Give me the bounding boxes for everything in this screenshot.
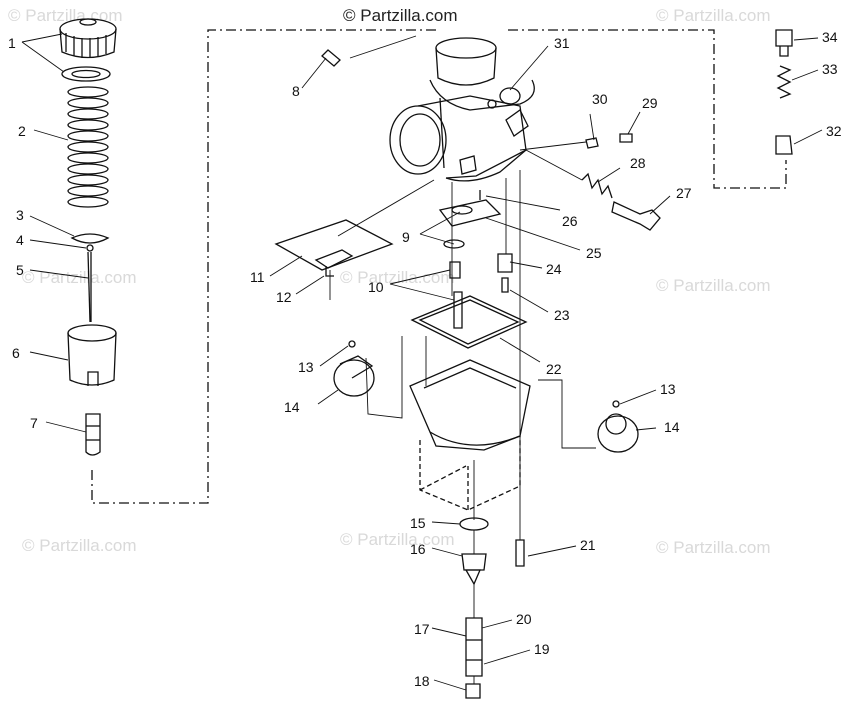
- callout-30: 30: [592, 91, 608, 107]
- copyright-text: © Partzilla.com: [343, 6, 458, 25]
- callout-8: 8: [292, 83, 300, 99]
- callout-2: 2: [18, 123, 26, 139]
- callout-25: 25: [586, 245, 602, 261]
- callout-19: 19: [534, 641, 550, 657]
- callout-29: 29: [642, 95, 658, 111]
- callout-20: 20: [516, 611, 532, 627]
- callout-22: 22: [546, 361, 562, 377]
- callout-14b: 14: [664, 419, 680, 435]
- callout-33: 33: [822, 61, 838, 77]
- watermark: © Partzilla.com: [656, 6, 771, 25]
- callout-34: 34: [822, 29, 838, 45]
- watermark: © Partzilla.com: [656, 538, 771, 557]
- watermark: © Partzilla.com: [656, 276, 771, 295]
- callout-27: 27: [676, 185, 692, 201]
- callout-13b: 13: [660, 381, 676, 397]
- callout-6: 6: [12, 345, 20, 361]
- callout-26: 26: [562, 213, 578, 229]
- callout-28: 28: [630, 155, 646, 171]
- callout-11: 11: [250, 269, 265, 285]
- callout-4: 4: [16, 232, 24, 248]
- callout-31: 31: [554, 35, 570, 51]
- callout-13: 13: [298, 359, 314, 375]
- part-cap: [59, 18, 117, 59]
- callout-16: 16: [410, 541, 426, 557]
- callout-10: 10: [368, 279, 384, 295]
- callout-3: 3: [16, 207, 24, 223]
- callout-24: 24: [546, 261, 562, 277]
- watermark: © Partzilla.com: [340, 530, 455, 549]
- callout-21: 21: [580, 537, 596, 553]
- callout-18: 18: [414, 673, 430, 689]
- callout-17: 17: [414, 621, 430, 637]
- callout-7: 7: [30, 415, 38, 431]
- callout-15: 15: [410, 515, 426, 531]
- callout-labels: 1 2 3 4 5 6 7 8 9 10 11 12 13 14 13 14 1…: [8, 29, 842, 689]
- callout-32: 32: [826, 123, 842, 139]
- watermark: © Partzilla.com: [340, 268, 455, 287]
- callout-5: 5: [16, 262, 24, 278]
- callout-1: 1: [8, 35, 16, 51]
- callout-23: 23: [554, 307, 570, 323]
- part-carburetor-body: [389, 37, 535, 182]
- part-spring: [67, 86, 109, 208]
- callout-14: 14: [284, 399, 300, 415]
- callout-12: 12: [276, 289, 292, 305]
- watermark: © Partzilla.com: [22, 536, 137, 555]
- callout-9: 9: [402, 229, 410, 245]
- part-throttle-slide: [67, 324, 117, 386]
- part-float-bowl: [409, 359, 531, 451]
